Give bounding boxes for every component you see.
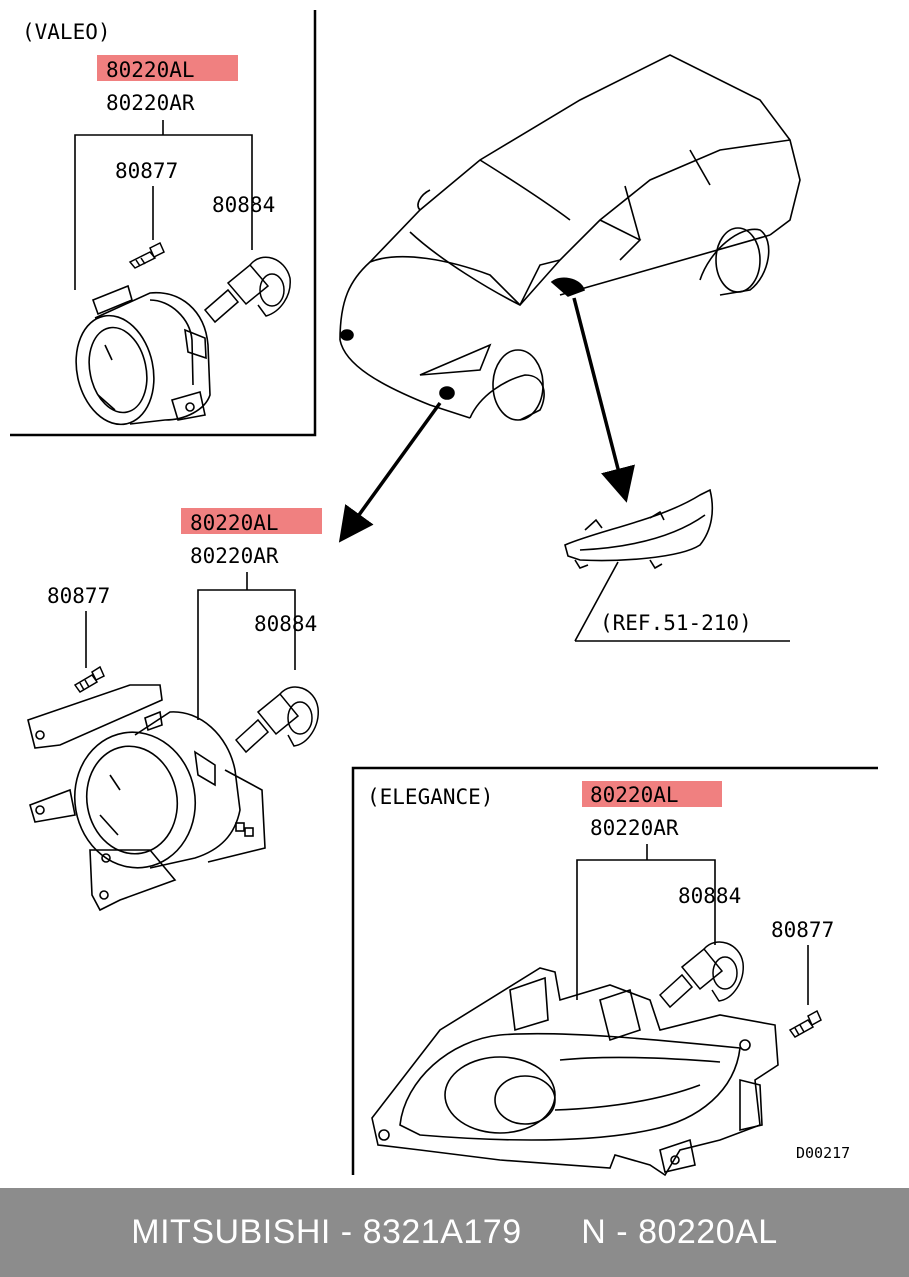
middle-screw-icon [73,665,105,693]
elegance-fog-lamp-icon [371,967,779,1177]
middle-part-right-label[interactable]: 80220AR [190,544,279,568]
valeo-bulb-label[interactable]: 80884 [212,193,275,217]
vehicle-illustration [339,54,801,421]
middle-bulb-label[interactable]: 80884 [254,612,317,636]
valeo-screw-icon [128,241,165,269]
part-number-footer: MITSUBISHI - 8321A179 N - 80220AL [0,1188,909,1277]
brand-part-number: MITSUBISHI - 8321A179 [131,1213,522,1251]
elegance-title: (ELEGANCE) [367,785,493,809]
middle-screw-label[interactable]: 80877 [47,584,110,608]
valeo-screw-label[interactable]: 80877 [115,159,178,183]
mirror-lamp-location-arrow [572,297,635,503]
elegance-screw-label[interactable]: 80877 [771,918,834,942]
elegance-highlight [582,781,722,807]
middle-part-left-label[interactable]: 80220AL [190,511,279,535]
elegance-part-left-label[interactable]: 80220AL [590,783,679,807]
cross-reference-number: N - 80220AL [581,1213,778,1251]
elegance-part-right-label[interactable]: 80220AR [590,816,679,840]
footer-spacer [522,1213,582,1252]
mirror-turn-lamp-icon [564,488,714,570]
parts-diagram: (VALEO) 80220AL 80220AR 80877 80884 [10,10,878,1177]
drawing-code: D00217 [796,1144,850,1162]
valeo-highlight [97,55,238,81]
valeo-part-right-label[interactable]: 80220AR [106,91,195,115]
elegance-bulb-label[interactable]: 80884 [678,884,741,908]
middle-bulb-icon [234,686,319,754]
valeo-title: (VALEO) [22,20,111,44]
valeo-fog-lamp-icon [75,284,211,426]
fog-lamp-location-arrow [338,401,442,543]
valeo-section: (VALEO) 80220AL 80220AR 80877 80884 [10,10,317,437]
valeo-part-left-label[interactable]: 80220AL [106,58,195,82]
elegance-section: (ELEGANCE) 80220AL 80220AR 80884 80877 D… [351,766,878,1177]
elegance-bulb-icon [658,941,744,1009]
middle-highlight [181,508,322,534]
reference-label[interactable]: (REF.51-210) [600,611,752,635]
valeo-bulb-icon [203,256,291,324]
standard-section: 80220AL 80220AR 80877 80884 [27,508,322,912]
elegance-screw-icon [788,1009,822,1038]
middle-fog-lamp-icon [27,684,266,912]
